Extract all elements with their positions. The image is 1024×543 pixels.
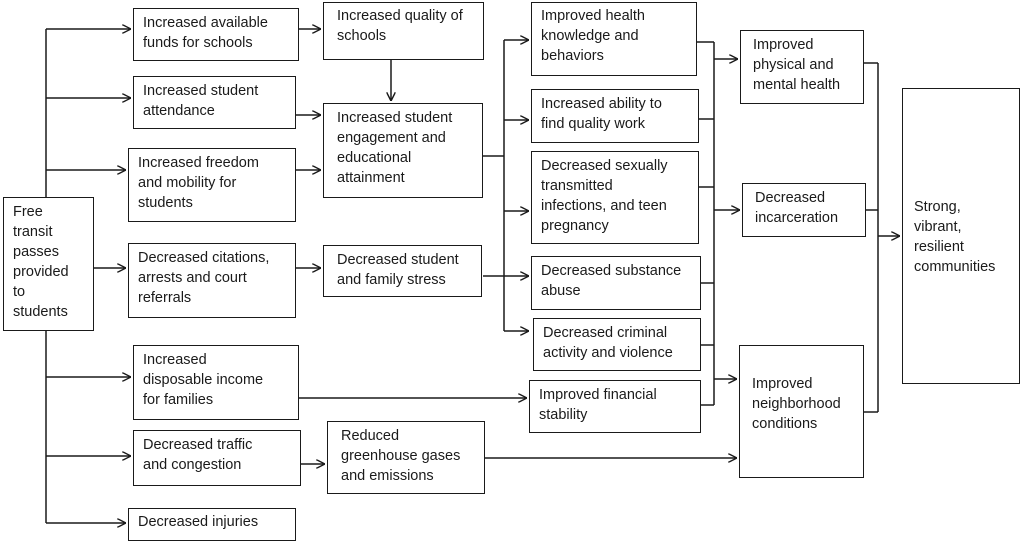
node-injuries: Decreased injuries [128,508,296,541]
node-attendance: Increased student attendance [133,76,296,129]
node-freedom: Increased freedom and mobility for stude… [128,148,296,222]
node-disposable-income: Increased disposable income for families [133,345,299,420]
node-stress: Decreased student and family stress [323,245,482,297]
node-engagement: Increased student engagement and educati… [323,103,483,198]
node-quality-schools: Increased quality of schools [323,2,484,60]
node-traffic: Decreased traffic and congestion [133,430,301,486]
node-funds: Increased available funds for schools [133,8,299,61]
node-greenhouse: Reduced greenhouse gases and emissions [327,421,485,494]
node-citations: Decreased citations, arrests and court r… [128,243,296,318]
node-health-knowledge: Improved health knowledge and behaviors [531,2,697,76]
node-substance: Decreased substance abuse [531,256,701,310]
node-criminal: Decreased criminal activity and violence [533,318,701,371]
node-incarceration: Decreased incarceration [742,183,866,237]
node-quality-work: Increased ability to find quality work [531,89,699,143]
node-physical-mental: Improved physical and mental health [740,30,864,104]
node-financial: Improved financial stability [529,380,701,433]
node-free-transit: Free transit passes provided to students [3,197,94,331]
node-sti: Decreased sexually transmitted infection… [531,151,699,244]
node-neighborhood: Improved neighborhood conditions [739,345,864,478]
node-communities: Strong, vibrant, resilient communities [902,88,1020,384]
